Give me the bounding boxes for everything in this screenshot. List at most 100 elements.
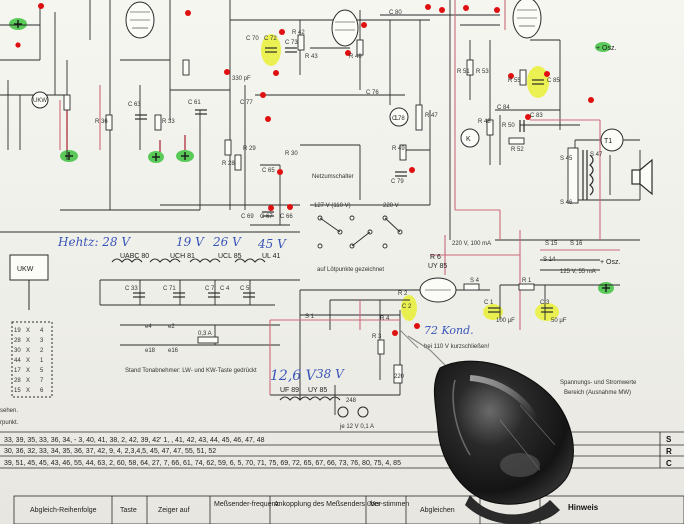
lbl-c7: C 7 <box>205 286 215 292</box>
lbl-r52: R 52 <box>511 147 524 153</box>
lbl-c85: C 85 <box>547 78 560 84</box>
lbl-e4: e4 <box>145 324 152 330</box>
conn-num: 7 <box>40 378 44 384</box>
lbl-v220b: 220 <box>394 374 405 380</box>
left-margin-b: rpunkt. <box>0 420 19 426</box>
lbl-s1: S 1 <box>305 314 315 320</box>
lbl-s16: S 16 <box>570 241 583 247</box>
lbl-r42: R 42 <box>292 30 305 36</box>
component-labels: R 36 R 33 C 63 C 61 C 69 C 67 C 66 C 65 … <box>95 10 637 430</box>
lbl-r29: R 29 <box>243 146 256 152</box>
table-row-s: 33, 39, 35, 33, 36, 34, - 3, 40, 41, 38,… <box>4 437 265 444</box>
lbl-p50: 50 µF <box>551 318 567 324</box>
tube-ul41: UL 41 <box>262 253 281 260</box>
conn-num: 3 <box>40 338 44 344</box>
lbl-v127: 127 V (110 V) <box>314 203 351 209</box>
tube-symbols <box>125 0 542 303</box>
lbl-c70: C 70 <box>246 36 259 42</box>
lbl-c79: C 79 <box>391 179 404 185</box>
lbl-c77: C 77 <box>240 100 253 106</box>
speaker-icon <box>631 158 653 196</box>
table-header: Ankopplung des Meßsenders über <box>274 501 382 508</box>
conn-row: 19 <box>14 328 21 334</box>
conn-row: 44 <box>14 358 21 364</box>
lbl-c33: C 33 <box>125 286 138 292</box>
red-dots <box>15 3 594 336</box>
lbl-c5: C 5 <box>240 286 250 292</box>
lbl-c1: C 1 <box>484 300 494 306</box>
lbl-c84: C 84 <box>497 105 510 111</box>
lbl-v03a: 0,3 A <box>198 331 212 337</box>
conn-x: X <box>26 358 30 364</box>
table-header: Taste <box>120 507 137 514</box>
tube-uy85: UY 85 <box>308 387 327 394</box>
conn-x: X <box>26 378 30 384</box>
lbl-c66: C 66 <box>280 214 293 220</box>
ukw-box-label: UKW <box>17 266 34 273</box>
connector-grid: 19 28 30 44 17 28 15 X X X X X X X 4 3 2… <box>14 328 44 394</box>
tube-uf89: UF 89 <box>280 387 299 394</box>
lbl-c65: C 65 <box>262 168 275 174</box>
tube-internals <box>130 9 537 291</box>
label-k: K <box>466 136 471 143</box>
lbl-e18: e18 <box>145 348 156 354</box>
osz-label-mid: + Osz. <box>600 259 620 266</box>
conn-num: 5 <box>40 368 44 374</box>
lbl-c61: C 61 <box>188 100 201 106</box>
lbl-r51: R 51 <box>457 69 470 75</box>
output-transformer <box>582 150 594 200</box>
lbl-r3: R 3 <box>372 334 382 340</box>
osz-label-top: + Osz. <box>596 45 616 52</box>
conn-x: X <box>26 328 30 334</box>
lbl-p100: 100 µF <box>496 318 515 324</box>
lbl-r43: R 43 <box>305 54 318 60</box>
lbl-r49: R 49 <box>392 146 405 152</box>
lbl-c2: C 2 <box>402 304 412 310</box>
handwritten-note: 72 Kond. <box>424 324 474 337</box>
label-t1: T1 <box>604 138 612 145</box>
conn-row: 30 <box>14 348 21 354</box>
lbl-r48: R 48 <box>478 119 491 125</box>
conn-row: 28 <box>14 378 21 384</box>
lbl-r33: R 33 <box>162 119 175 125</box>
table-header: Abgleichen <box>420 507 455 514</box>
table-key-s: S <box>666 435 672 444</box>
lbl-netz2: auf Lötpunkte gezeichnet <box>317 267 384 273</box>
lbl-netz1: Netzumschalter <box>312 174 354 180</box>
handwritten-19v: 19 V <box>176 235 205 249</box>
table-header: Ver-stimmen <box>370 501 409 508</box>
lbl-c78: C 78 <box>392 116 405 122</box>
lbl-e16: e16 <box>168 348 179 354</box>
conn-num: 6 <box>40 388 44 394</box>
ukw-box <box>9 254 53 398</box>
conn-num: 4 <box>40 328 44 334</box>
lbl-r1: R 1 <box>522 278 532 284</box>
lbl-r55: R 55 <box>508 78 521 84</box>
conn-x: X <box>26 368 30 374</box>
lbl-e2: e2 <box>168 324 175 330</box>
lbl-v248: 248 <box>346 398 357 404</box>
conn-row: 15 <box>14 388 21 394</box>
lbl-r50: R 50 <box>502 123 515 129</box>
vacuum-tube-photo <box>399 329 574 524</box>
table-row-c: 39, 51, 45, 45, 43, 46, 55, 44, 63, 2, 6… <box>4 460 401 467</box>
conn-num: 2 <box>40 348 44 354</box>
capacitor-symbols <box>133 47 553 313</box>
lbl-r40: R 40 <box>349 54 362 60</box>
conn-row: 28 <box>14 338 21 344</box>
lbl-r4: R 4 <box>380 316 390 322</box>
lbl-r47: R 47 <box>425 113 438 119</box>
tube-ucl85: UCL 85 <box>218 253 242 260</box>
conn-x: X <box>26 348 30 354</box>
lbl-c4: C 4 <box>220 286 230 292</box>
lbl-s46: S 46 <box>560 200 573 206</box>
lbl-c76: C 76 <box>366 90 379 96</box>
lbl-c83: C 83 <box>530 113 543 119</box>
conn-x: X <box>26 338 30 344</box>
lbl-c72: C 72 <box>264 36 277 42</box>
plus-markers <box>14 20 610 292</box>
lbl-c63: C 63 <box>128 102 141 108</box>
red-traces <box>59 0 620 395</box>
